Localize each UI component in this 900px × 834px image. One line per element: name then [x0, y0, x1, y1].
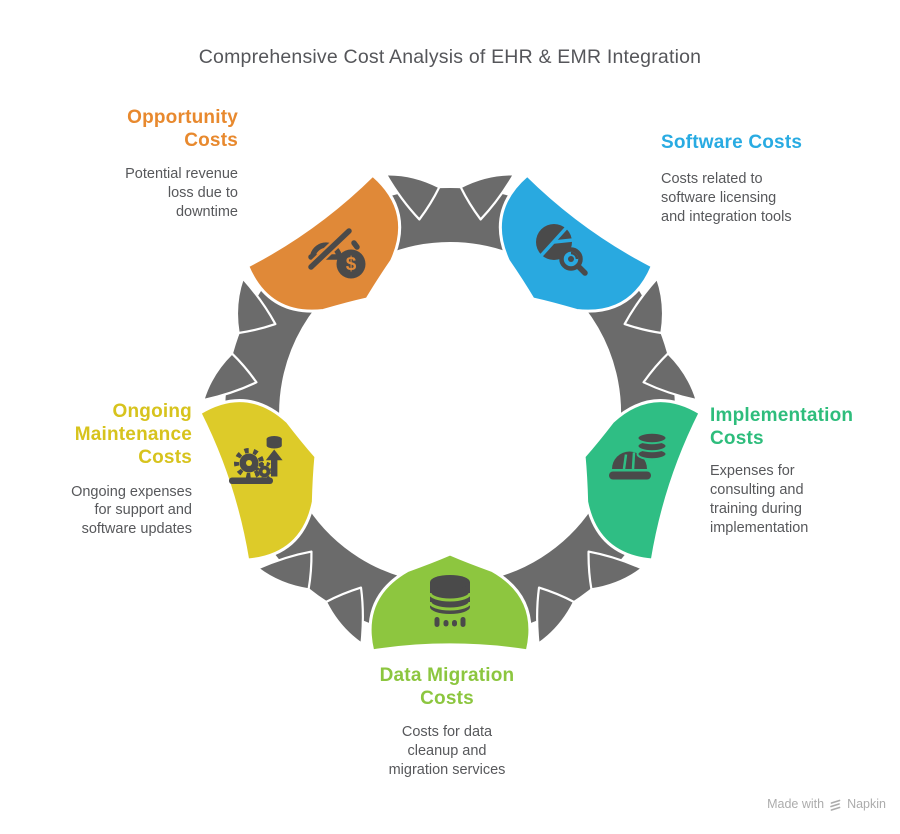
segment-label-software: Software Costs [661, 132, 803, 153]
segment-block-implementation: Implementation Costs Expenses for consul… [710, 404, 885, 538]
segment-description-opportunity: Potential revenue loss due to downtime [125, 166, 238, 221]
segment-description-implementation: Expenses for consulting and training dur… [710, 463, 809, 536]
small-gear-hub [262, 469, 267, 474]
segment-description-maintenance: Ongoing expenses for support and softwar… [71, 483, 192, 538]
hat-base [609, 471, 651, 480]
segment-description-data-migration: Costs for data cleanup and migration ser… [388, 724, 506, 779]
ring-tip [459, 173, 516, 221]
database-band [428, 592, 472, 602]
segment-label-maintenance: Ongoing Maintenance Costs [74, 401, 192, 469]
coin-stack [636, 431, 668, 445]
segment-block-opportunity: Opportunity Costs Potential revenue loss… [38, 106, 238, 222]
hat-stripe [622, 454, 628, 470]
pie-cut [552, 238, 575, 244]
pie-analysis-icon [536, 224, 588, 276]
page-title: Comprehensive Cost Analysis of EHR & EMR… [198, 46, 702, 68]
ring-tip [202, 352, 258, 402]
segment-label-opportunity: Opportunity Costs [127, 107, 238, 152]
napkin-logo-icon [830, 799, 841, 811]
database-icon [428, 575, 472, 627]
ring-tip [235, 277, 277, 335]
watermark[interactable]: Made with Napkin [767, 797, 886, 811]
segment-software [459, 173, 665, 335]
gear-upgrade-icon [229, 436, 283, 484]
segment-label-data-migration: Data Migration Costs [379, 665, 515, 710]
ring-tip [587, 550, 644, 591]
money-tick [351, 240, 360, 250]
up-arrow-shaft [271, 460, 278, 477]
coin-circle [336, 249, 366, 279]
ring-tip [324, 586, 364, 645]
data-drop [452, 620, 457, 627]
money-dome [310, 242, 342, 258]
data-drop [460, 617, 466, 627]
money-loss-icon: $ [306, 226, 366, 279]
icon-base-bar [229, 477, 273, 484]
small-cylinder-top [266, 436, 282, 442]
watermark-brand: Napkin [847, 797, 886, 811]
lens-dot [568, 256, 574, 262]
up-arrow-head [265, 449, 283, 461]
ring-tip [256, 550, 313, 591]
segment-software-shape [498, 173, 655, 313]
slash-line [308, 228, 352, 270]
database-body [430, 582, 470, 614]
hat-stripe [631, 452, 636, 470]
lens-arc [570, 251, 579, 260]
gear-hub [246, 460, 252, 466]
database-top [430, 575, 470, 589]
ring-tip [642, 352, 698, 402]
segment-block-data-migration: Data Migration Costs Costs for data clea… [327, 664, 567, 780]
ring-tip [536, 586, 576, 645]
data-drop [434, 617, 440, 627]
ring-tip [384, 173, 441, 221]
construction-icon [609, 431, 668, 480]
segment-implementation [582, 352, 703, 591]
dollar-sign: $ [346, 254, 357, 275]
magnifier-handle [575, 263, 588, 276]
segment-block-software: Software Costs Costs related to software… [661, 131, 871, 227]
data-drop [443, 620, 449, 627]
segment-implementation-shape [582, 399, 703, 562]
ring-tip [623, 277, 665, 335]
database-band [428, 601, 472, 611]
watermark-prefix: Made with [767, 797, 825, 811]
segment-block-maintenance: Ongoing Maintenance Costs Ongoing expens… [0, 400, 192, 539]
segment-description-software: Costs related to software licensing and … [661, 171, 792, 225]
segment-label-implementation: Implementation Costs [710, 405, 854, 450]
